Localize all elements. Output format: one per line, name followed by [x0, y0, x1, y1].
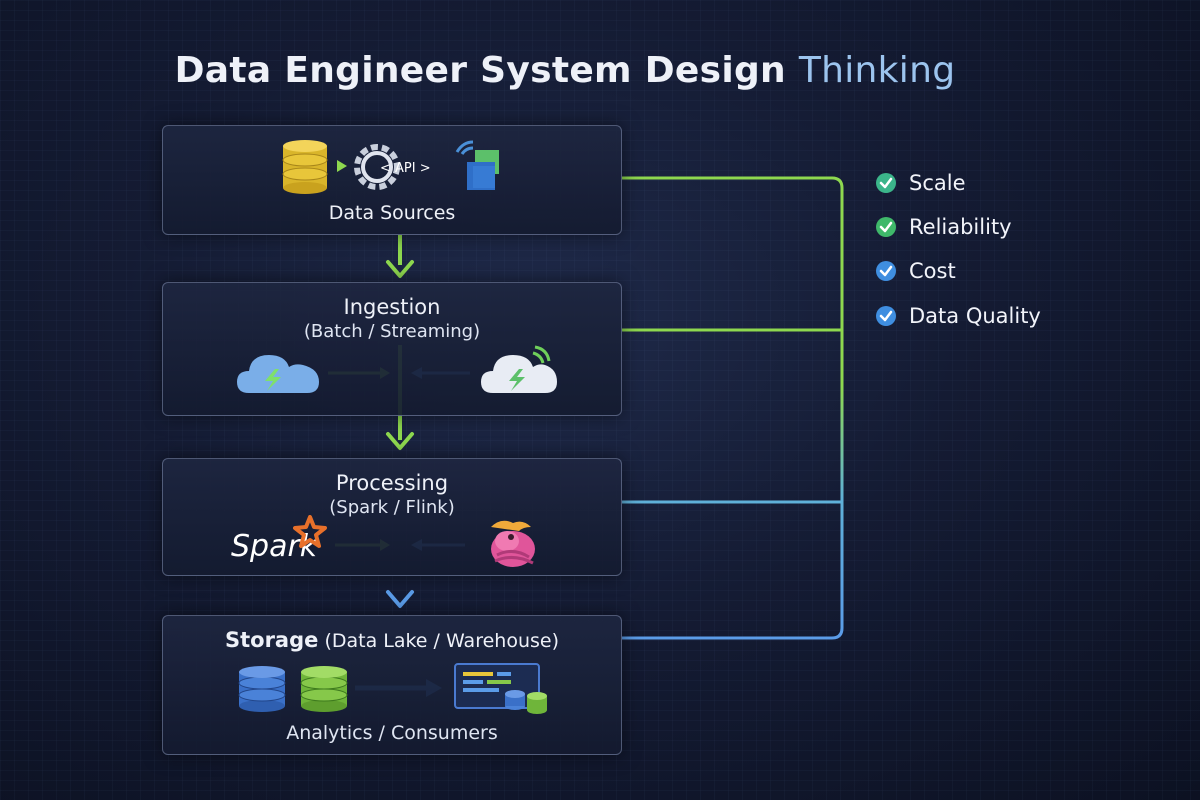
spark-logo: Spark: [231, 515, 341, 567]
title-main: Data Engineer System Design: [174, 50, 786, 91]
arrow-right-icon: [337, 160, 347, 172]
stage-storage: Storage (Data Lake / Warehouse) Analytic…: [162, 615, 622, 755]
consideration-label: Reliability: [909, 215, 1012, 239]
feedback-bracket: [622, 176, 844, 640]
stage-title: Processing: [335, 471, 449, 495]
data-lake-icon: [238, 666, 286, 712]
api-label: < API >: [380, 161, 431, 176]
streaming-cloud-icon: [481, 345, 557, 393]
stage-subtitle: (Batch / Streaming): [303, 321, 481, 342]
stage-title: Data Sources: [328, 202, 456, 224]
consideration-data-quality: Data Quality: [875, 303, 1041, 329]
stage-subtitle: (Spark / Flink): [329, 497, 455, 518]
check-circle-icon: [876, 173, 896, 193]
database-icon: [282, 140, 328, 194]
stage-title: Ingestion: [343, 295, 441, 319]
consideration-reliability: Reliability: [875, 214, 1012, 240]
check-circle-icon: [876, 217, 896, 237]
title-accent: Thinking: [798, 50, 956, 91]
consideration-label: Scale: [909, 171, 966, 195]
stage-ingestion: Ingestion (Batch / Streaming): [162, 282, 622, 416]
consideration-scale: Scale: [875, 170, 966, 196]
arrow-ingestion-to-processing: [386, 432, 414, 450]
consideration-label: Data Quality: [909, 304, 1041, 328]
arrow-processing-to-storage: [386, 590, 414, 608]
consideration-cost: Cost: [875, 258, 956, 284]
flink-squirrel-icon: [491, 520, 535, 567]
storage-footer: Analytics / Consumers: [286, 722, 498, 744]
batch-cloud-icon: [237, 355, 319, 393]
page-title: Data Engineer System Design Thinking: [0, 50, 1130, 91]
stage-title: Storage (Data Lake / Warehouse): [163, 628, 621, 652]
storage-title-rest: (Data Lake / Warehouse): [324, 630, 559, 652]
stage-data-sources: < API > Data Sources: [162, 125, 622, 235]
check-circle-icon: [876, 306, 896, 326]
check-circle-icon: [876, 261, 896, 281]
analytics-dashboard-icon: [454, 663, 547, 714]
consideration-label: Cost: [909, 259, 956, 283]
spark-star-icon: [293, 515, 327, 548]
storage-title-strong: Storage: [224, 628, 319, 652]
arrow-sources-to-ingestion: [386, 260, 414, 278]
streaming-source-icon: [455, 140, 499, 190]
api-gear-icon: < API >: [354, 144, 431, 190]
warehouse-icon: [300, 666, 348, 712]
stage-processing: Processing (Spark / Flink) Spark: [162, 458, 622, 576]
